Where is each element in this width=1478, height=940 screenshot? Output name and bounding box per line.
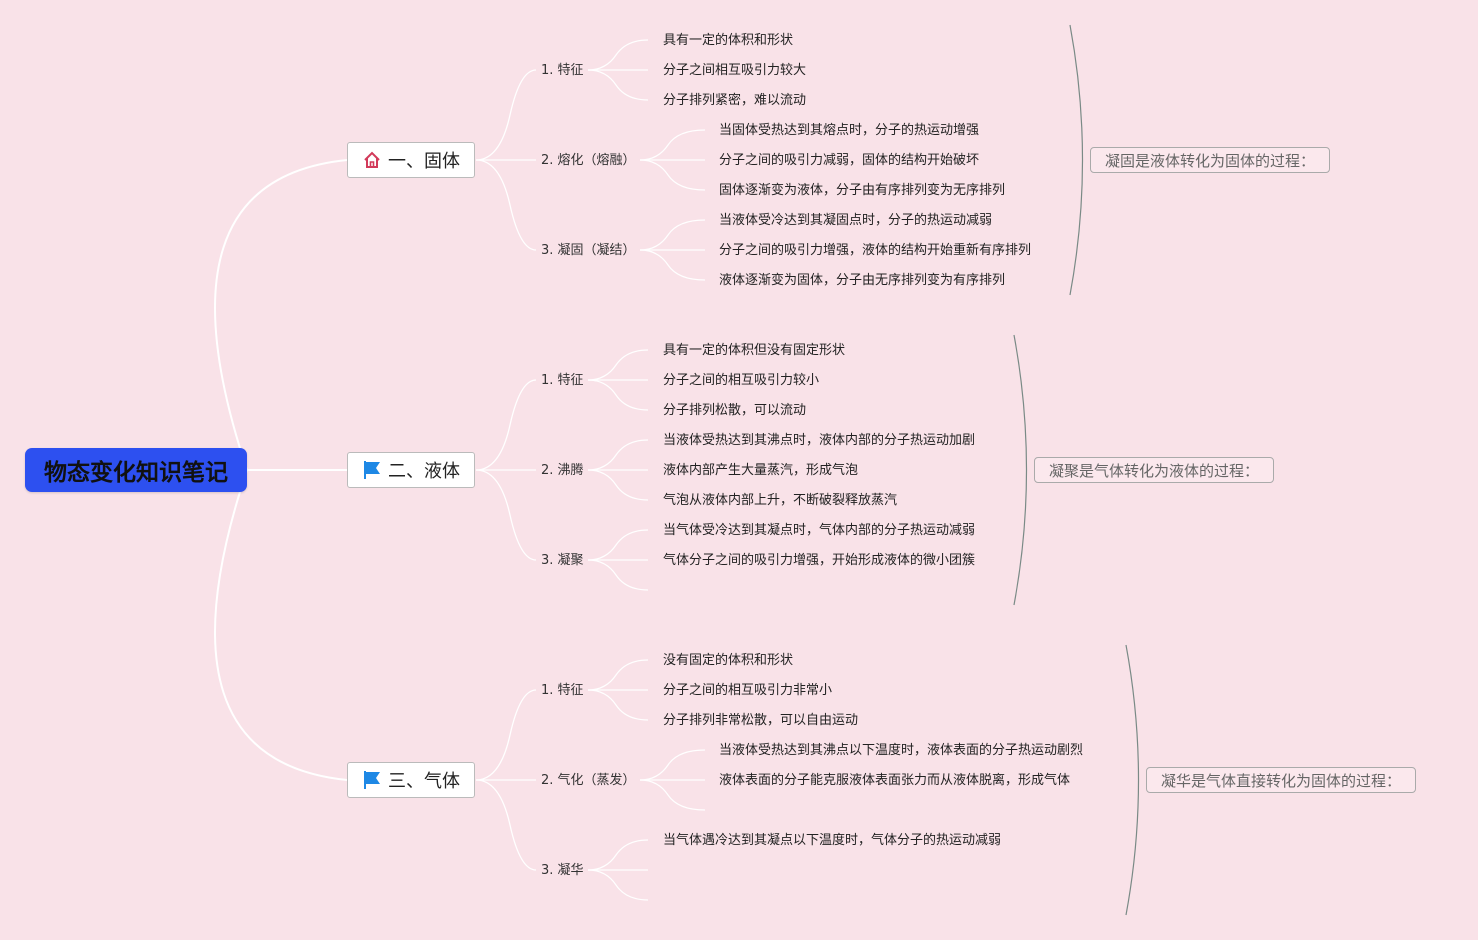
- leaf-connector: [587, 839, 649, 871]
- branch-connector: [475, 779, 537, 871]
- leaf-item[interactable]: 当固体受热达到其熔点时，分子的热运动增强: [719, 123, 980, 138]
- leaf-connector: [587, 69, 649, 101]
- leaf-item[interactable]: 气体分子之间的吸引力增强，开始形成液体的微小团簇: [663, 553, 976, 568]
- sub-topic[interactable]: 1. 特征: [541, 373, 584, 388]
- leaf-item[interactable]: 液体表面的分子能克服液体表面张力而从液体脱离，形成气体: [719, 773, 1071, 788]
- sub-topic[interactable]: 2. 沸腾: [541, 463, 584, 478]
- leaf-item[interactable]: 分子之间的吸引力增强，液体的结构开始重新有序排列: [719, 243, 1032, 258]
- leaf-connector: [587, 379, 649, 411]
- leaf-item[interactable]: 分子之间的吸引力减弱，固体的结构开始破坏: [719, 153, 980, 168]
- leaf-connector: [587, 559, 649, 591]
- summary-bracket: [1013, 334, 1028, 606]
- leaf-item[interactable]: 当液体受热达到其沸点时，液体内部的分子热运动加剧: [663, 433, 976, 448]
- leaf-item[interactable]: 具有一定的体积和形状: [663, 33, 794, 48]
- branch-solid[interactable]: 一、固体: [347, 142, 475, 178]
- leaf-connector: [639, 219, 706, 251]
- leaf-item[interactable]: 分子之间相互吸引力较大: [663, 63, 807, 78]
- leaf-connector: [587, 529, 649, 561]
- root-topic[interactable]: 物态变化知识笔记: [25, 448, 247, 492]
- sub-topic[interactable]: 2. 气化（蒸发）: [541, 773, 636, 788]
- leaf-item[interactable]: 分子排列松散，可以流动: [663, 403, 807, 418]
- branch-label: 二、液体: [388, 461, 460, 482]
- leaf-item[interactable]: 当气体受冷达到其凝点时，气体内部的分子热运动减弱: [663, 523, 976, 538]
- leaf-item[interactable]: 分子排列紧密，难以流动: [663, 93, 807, 108]
- home-icon: [362, 150, 382, 170]
- flag-icon: [362, 770, 382, 790]
- branch-connector: [475, 379, 537, 471]
- leaf-connector: [639, 159, 706, 191]
- leaf-item[interactable]: 当液体受热达到其沸点以下温度时，液体表面的分子热运动剧烈: [719, 743, 1084, 758]
- summary-bracket: [1125, 644, 1140, 916]
- leaf-connector: [639, 779, 706, 811]
- branch-liquid[interactable]: 二、液体: [347, 452, 475, 488]
- branch-gas[interactable]: 三、气体: [347, 762, 475, 798]
- root-title: 物态变化知识笔记: [44, 460, 228, 486]
- leaf-connector: [587, 869, 649, 901]
- leaf-connector: [587, 469, 649, 501]
- branch-label: 一、固体: [388, 151, 460, 172]
- leaf-connector: [639, 129, 706, 161]
- leaf-item[interactable]: 液体逐渐变为固体，分子由无序排列变为有序排列: [719, 273, 1006, 288]
- summary-bracket: [1069, 24, 1084, 296]
- leaf-connector: [587, 439, 649, 471]
- leaf-item[interactable]: 当气体遇冷达到其凝点以下温度时，气体分子的热运动减弱: [663, 833, 1002, 848]
- leaf-connector: [587, 39, 649, 71]
- flag-icon: [362, 460, 382, 480]
- summary-box[interactable]: 凝华是气体直接转化为固体的过程：: [1146, 767, 1417, 793]
- leaf-connector: [639, 749, 706, 781]
- sub-topic[interactable]: 3. 凝聚: [541, 553, 584, 568]
- leaf-item[interactable]: 液体内部产生大量蒸汽，形成气泡: [663, 463, 859, 478]
- leaf-item[interactable]: 分子之间的相互吸引力较小: [663, 373, 820, 388]
- leaf-item[interactable]: 具有一定的体积但没有固定形状: [663, 343, 846, 358]
- summary-box[interactable]: 凝聚是气体转化为液体的过程：: [1034, 457, 1275, 483]
- branch-connector: [475, 689, 537, 781]
- leaf-item[interactable]: 固体逐渐变为液体，分子由有序排列变为无序排列: [719, 183, 1006, 198]
- leaf-connector: [587, 659, 649, 691]
- leaf-item[interactable]: 分子排列非常松散，可以自由运动: [663, 713, 859, 728]
- leaf-item[interactable]: 当液体受冷达到其凝固点时，分子的热运动减弱: [719, 213, 993, 228]
- sub-topic[interactable]: 1. 特征: [541, 63, 584, 78]
- sub-topic[interactable]: 1. 特征: [541, 683, 584, 698]
- branch-label: 三、气体: [388, 771, 460, 792]
- leaf-connector: [639, 249, 706, 281]
- sub-topic[interactable]: 3. 凝华: [541, 863, 584, 878]
- leaf-item[interactable]: 没有固定的体积和形状: [663, 653, 794, 668]
- leaf-item[interactable]: 分子之间的相互吸引力非常小: [663, 683, 833, 698]
- sub-topic[interactable]: 3. 凝固（凝结）: [541, 243, 636, 258]
- leaf-connector: [587, 689, 649, 721]
- branch-connector: [475, 69, 537, 161]
- sub-topic[interactable]: 2. 熔化（熔融）: [541, 153, 636, 168]
- summary-box[interactable]: 凝固是液体转化为固体的过程：: [1090, 147, 1331, 173]
- branch-connector: [475, 159, 537, 251]
- root-connector: [214, 469, 348, 781]
- root-connector: [214, 159, 348, 471]
- branch-connector: [475, 469, 537, 561]
- leaf-item[interactable]: 气泡从液体内部上升，不断破裂释放蒸汽: [663, 493, 898, 508]
- leaf-connector: [587, 349, 649, 381]
